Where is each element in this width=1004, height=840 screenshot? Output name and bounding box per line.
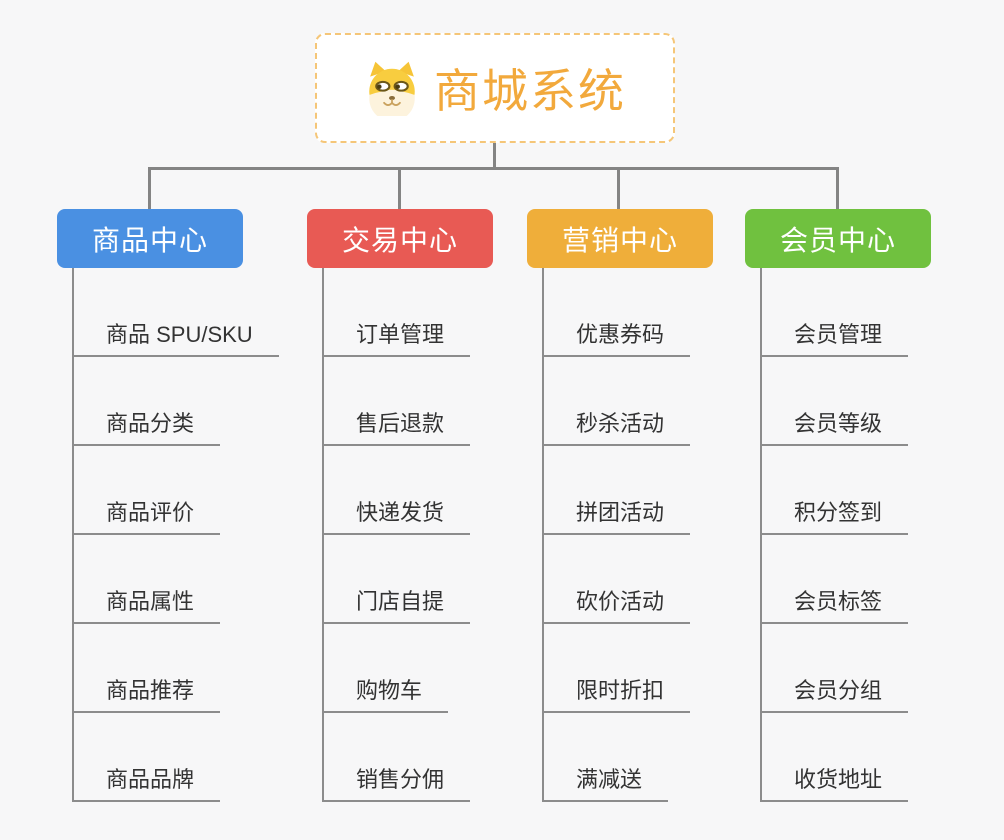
child-node-label: 会员分组 [794,678,883,703]
child-node-group-buy[interactable]: 拼团活动 [542,495,691,535]
child-node-express-shipping[interactable]: 快递发货 [322,495,471,535]
branch-member-center: 会员中心 会员管理 会员等级 积分签到 会员标签 会员分组 收货地址 [745,209,931,809]
branch-node-label: 会员中心 [779,224,896,256]
root-node-mall-system[interactable]: 商城系统 [315,33,675,143]
child-node-shipping-address[interactable]: 收货地址 [760,762,909,802]
child-node-limited-time-discount[interactable]: 限时折扣 [542,673,691,713]
branch-trunk-line [542,268,544,802]
dog-face-icon [369,61,415,116]
child-node-label: 优惠券码 [576,322,665,347]
child-node-shopping-cart[interactable]: 购物车 [322,673,449,713]
branch-trunk-line [72,268,74,802]
child-node-product-spu-sku[interactable]: 商品 SPU/SKU [72,317,279,357]
child-node-label: 购物车 [356,678,423,703]
child-node-label: 订单管理 [356,322,445,347]
child-node-label: 快递发货 [356,500,445,525]
child-node-label: 收货地址 [794,767,883,792]
child-node-label: 会员等级 [794,411,883,436]
child-node-label: 会员标签 [794,589,883,614]
child-node-spend-and-save[interactable]: 满减送 [542,762,669,802]
branch-node-marketing-center[interactable]: 营销中心 [527,209,713,268]
child-node-sales-commission[interactable]: 销售分佣 [322,762,471,802]
connector-drop-trade [398,169,401,210]
branch-node-label: 商品中心 [91,224,208,256]
child-node-member-groups[interactable]: 会员分组 [760,673,909,713]
child-node-label: 商品品牌 [106,767,195,792]
child-node-label: 门店自提 [356,589,445,614]
child-node-aftersale-refund[interactable]: 售后退款 [322,406,471,446]
connector-root-stem [493,143,496,168]
child-node-flash-sale[interactable]: 秒杀活动 [542,406,691,446]
child-node-label: 拼团活动 [576,500,665,525]
child-node-bargain-activity[interactable]: 砍价活动 [542,584,691,624]
root-node-label: 商城系统 [434,65,626,117]
connector-drop-marketing [617,169,620,210]
branch-node-label: 交易中心 [341,224,458,256]
child-node-label: 商品 SPU/SKU [106,322,253,347]
branch-trade-center: 交易中心 订单管理 售后退款 快递发货 门店自提 购物车 销售分佣 [307,209,493,809]
child-node-label: 商品属性 [106,589,195,614]
child-node-member-level[interactable]: 会员等级 [760,406,909,446]
child-node-label: 商品分类 [106,411,195,436]
child-node-label: 售后退款 [356,411,445,436]
child-node-product-category[interactable]: 商品分类 [72,406,221,446]
child-node-points-checkin[interactable]: 积分签到 [760,495,909,535]
branch-node-trade-center[interactable]: 交易中心 [307,209,493,268]
connector-horizontal-bar [148,167,839,170]
branch-node-label: 营销中心 [561,224,678,256]
child-node-label: 商品推荐 [106,678,195,703]
child-node-label: 销售分佣 [356,767,445,792]
child-node-label: 会员管理 [794,322,883,347]
child-node-product-attribute[interactable]: 商品属性 [72,584,221,624]
branch-node-member-center[interactable]: 会员中心 [745,209,931,268]
child-node-store-pickup[interactable]: 门店自提 [322,584,471,624]
child-node-label: 商品评价 [106,500,195,525]
child-node-member-management[interactable]: 会员管理 [760,317,909,357]
child-node-product-brand[interactable]: 商品品牌 [72,762,221,802]
child-node-member-tags[interactable]: 会员标签 [760,584,909,624]
connector-drop-products [148,169,151,210]
branch-trunk-line [322,268,324,802]
child-node-coupon-code[interactable]: 优惠券码 [542,317,691,357]
connector-drop-members [836,169,839,210]
child-node-label: 积分签到 [794,500,883,525]
branch-node-product-center[interactable]: 商品中心 [57,209,243,268]
child-node-label: 秒杀活动 [576,411,665,436]
child-node-product-recommend[interactable]: 商品推荐 [72,673,221,713]
branch-product-center: 商品中心 商品 SPU/SKU 商品分类 商品评价 商品属性 商品推荐 商品品牌 [57,209,279,809]
child-node-product-review[interactable]: 商品评价 [72,495,221,535]
child-node-label: 限时折扣 [576,678,665,703]
child-node-label: 砍价活动 [576,589,665,614]
branch-trunk-line [760,268,762,802]
child-node-label: 满减送 [576,767,643,792]
child-node-order-management[interactable]: 订单管理 [322,317,471,357]
branch-marketing-center: 营销中心 优惠券码 秒杀活动 拼团活动 砍价活动 限时折扣 满减送 [527,209,713,809]
